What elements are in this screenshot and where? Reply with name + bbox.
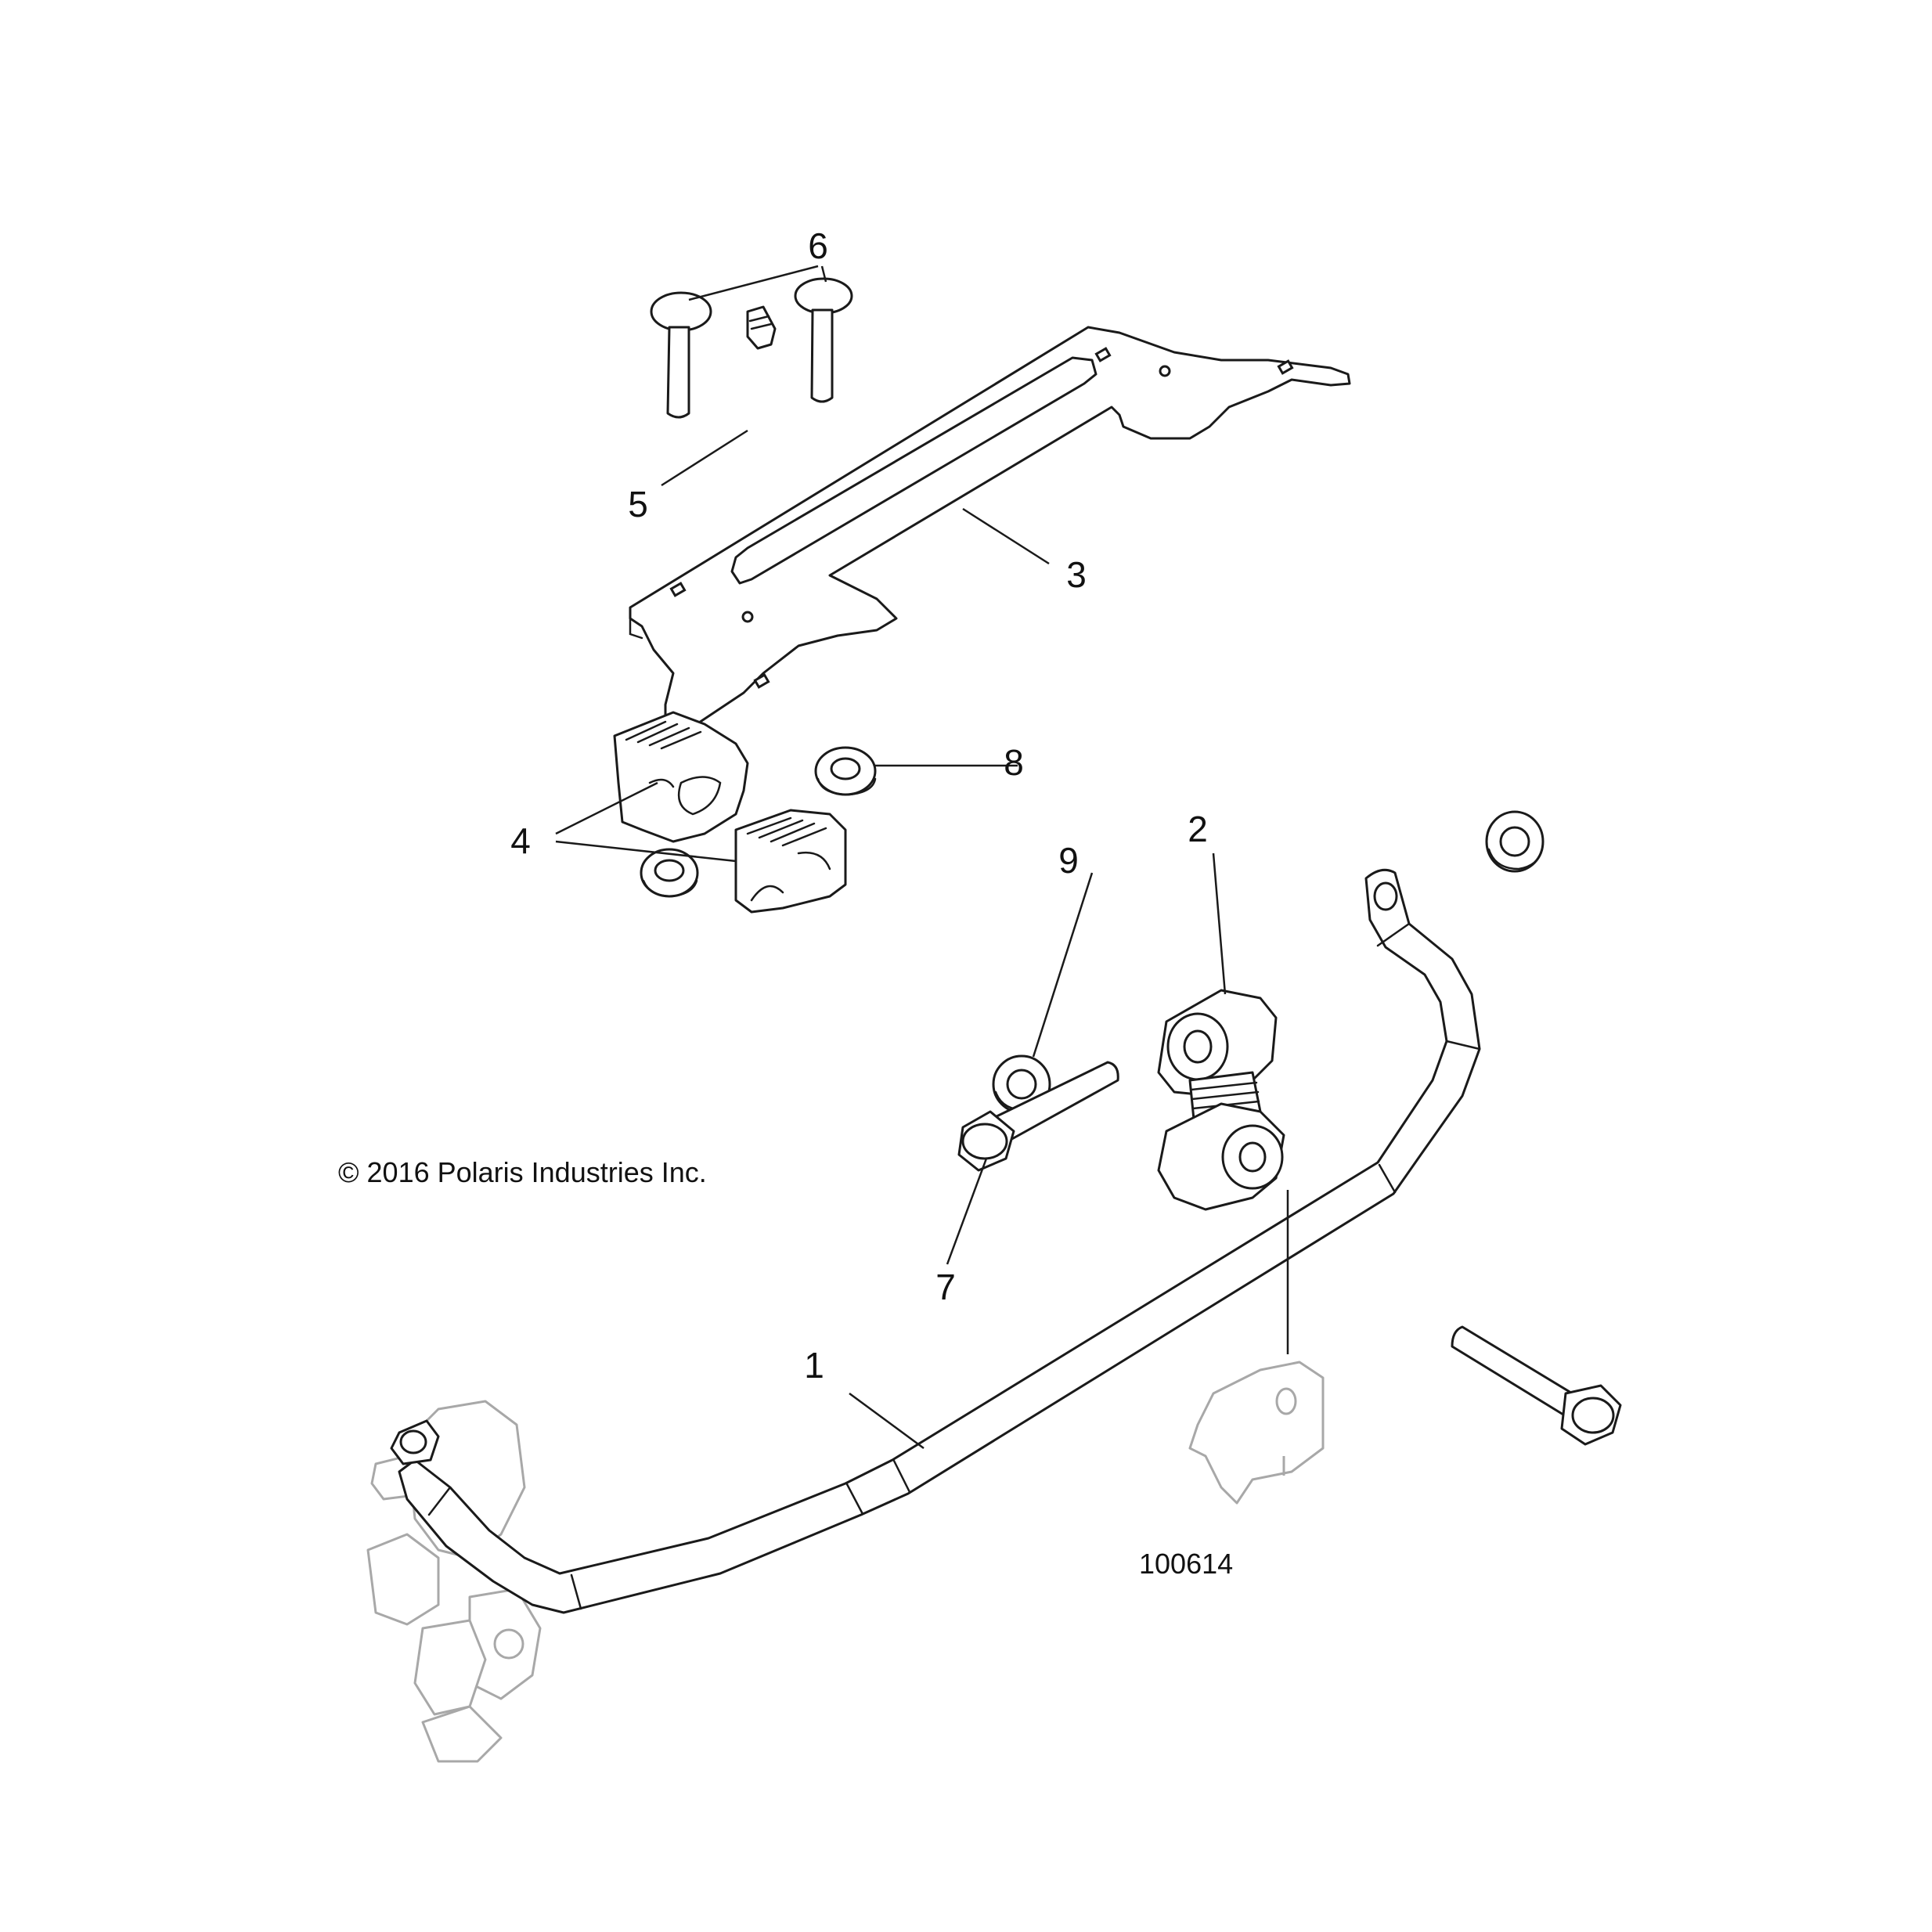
callout-labels: 1 2 3 4 5 6 7 8 9 xyxy=(510,225,1208,1386)
bushing-upper xyxy=(613,711,749,843)
flange-nut-left xyxy=(640,848,699,898)
callout-6: 6 xyxy=(808,225,828,266)
bushing-lower xyxy=(734,809,847,914)
callout-4: 4 xyxy=(510,820,531,861)
callout-9: 9 xyxy=(1058,840,1079,881)
callout-5: 5 xyxy=(628,484,648,524)
mounting-bracket xyxy=(629,326,1351,731)
callout-1: 1 xyxy=(804,1345,824,1386)
carriage-bolt-right xyxy=(794,277,853,403)
stabilizer-link xyxy=(1157,989,1285,1211)
callout-2: 2 xyxy=(1188,809,1208,849)
stabilizer-bar xyxy=(390,868,1481,1614)
grease-fitting xyxy=(746,305,777,350)
carriage-bolt-left xyxy=(650,291,712,419)
callout-7: 7 xyxy=(935,1267,956,1307)
copyright-notice: © 2016 Polaris Industries Inc. xyxy=(338,1156,707,1188)
callout-3: 3 xyxy=(1066,554,1087,595)
ghost-right-bracket xyxy=(1188,1361,1325,1505)
figure-id: 100614 xyxy=(1139,1548,1233,1580)
leader-lines xyxy=(555,265,1289,1450)
flange-nut-right xyxy=(1485,810,1545,873)
flange-bolt-right xyxy=(1451,1325,1622,1446)
flange-bolt-7 xyxy=(957,1061,1119,1172)
flange-nut-8 xyxy=(814,746,877,796)
callout-8: 8 xyxy=(1004,742,1024,783)
